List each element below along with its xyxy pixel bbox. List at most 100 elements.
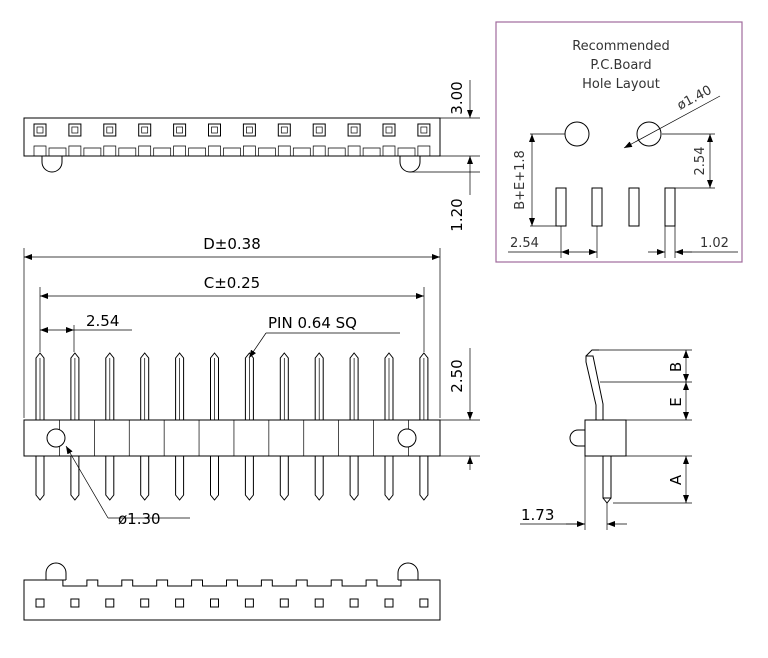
bottom-view-holes: [35, 598, 429, 608]
pcb-row-spacing: 2.54: [693, 147, 708, 176]
top-cavity: [242, 123, 256, 137]
top-left-peg-icon: [41, 156, 63, 173]
top-cavity-pin: [141, 126, 149, 134]
bottom-hole: [35, 598, 45, 608]
front-pin-lower: [419, 456, 429, 501]
top-cavity-slot: [382, 145, 396, 156]
dim-peg-dia: ø1.30: [118, 510, 161, 528]
side-peg-icon: [569, 429, 585, 447]
front-pin-lower: [384, 456, 394, 501]
top-cavity-pin: [106, 126, 114, 134]
front-view: D±0.38 C±0.25 2.54 PIN 0.64 SQ ø1.30 2.5…: [23, 235, 480, 528]
pcb-title-line3: Hole Layout: [582, 77, 660, 92]
top-gap: [397, 147, 416, 156]
bottom-hole: [210, 598, 219, 608]
top-cavity-pin: [420, 126, 428, 134]
bottom-hole: [349, 598, 359, 608]
bottom-right-peg-icon: [397, 562, 419, 580]
bottom-hole: [244, 598, 254, 608]
dim-d-total: D±0.38: [203, 235, 261, 253]
top-gap: [258, 147, 276, 156]
top-cavity: [277, 123, 291, 137]
pcb-hole-right-icon: [636, 121, 662, 147]
top-cavity-slot: [417, 145, 431, 156]
front-view-body: [23, 419, 441, 457]
front-pin-upper: [35, 352, 45, 420]
pcb-pitch: 2.54: [510, 236, 539, 251]
side-view: B E A 1.73: [520, 349, 692, 530]
dim-side-a: A: [667, 474, 685, 485]
dim-peg-below: 1.20: [448, 198, 466, 231]
dim-side-offset: 1.73: [521, 506, 554, 524]
bottom-hole: [419, 598, 429, 608]
top-cavity-slot: [103, 145, 117, 156]
bottom-view-body: [23, 579, 441, 621]
dim-c-pitch-span: C±0.25: [204, 274, 260, 292]
front-pin-upper: [175, 352, 185, 420]
top-cavity: [382, 123, 396, 137]
top-cavity: [347, 123, 361, 137]
bottom-hole: [279, 598, 289, 608]
top-cavity-slot: [277, 145, 291, 156]
bottom-hole: [175, 598, 185, 608]
top-cavity-slot: [33, 145, 47, 156]
front-pin-upper: [140, 352, 150, 420]
pcb-title-line1: Recommended: [572, 39, 670, 54]
pcb-layout-frame: [495, 21, 743, 263]
front-pin-lower: [140, 456, 150, 501]
front-pin-lower: [349, 456, 359, 501]
dim-pitch-top: 2.54: [86, 312, 119, 330]
front-pin-upper: [244, 352, 254, 420]
top-cavity: [312, 123, 326, 137]
dim-height-side: 2.50: [448, 359, 466, 392]
top-cavity: [33, 123, 47, 137]
top-cavity: [138, 123, 152, 137]
top-cavity-pin: [385, 126, 393, 134]
front-pin-lower: [175, 456, 185, 501]
pcb-title-line2: P.C.Board: [590, 58, 651, 73]
top-view: 3.00 1.20: [23, 80, 480, 232]
front-pin-lower: [70, 456, 80, 501]
top-view-cavities: [33, 123, 431, 156]
side-body: [584, 419, 627, 457]
top-cavity-slot: [68, 145, 82, 156]
top-cavity: [173, 123, 187, 137]
top-cavity: [208, 123, 221, 137]
top-cavity-pin: [315, 126, 323, 134]
front-pin-lower: [35, 456, 45, 501]
top-cavity-slot: [243, 145, 256, 156]
top-gap: [327, 147, 346, 156]
top-gap: [362, 147, 381, 156]
pcb-slot-3: [628, 187, 640, 227]
front-pin-upper: [419, 352, 429, 420]
pcb-slot-width: 1.02: [700, 236, 729, 251]
dim-pin-size: PIN 0.64 SQ: [268, 314, 357, 332]
front-right-peg-icon: [397, 428, 417, 448]
top-gap: [153, 147, 172, 156]
side-pin-bent: [585, 355, 604, 421]
pcb-slot-4: [664, 187, 676, 227]
front-left-peg-icon: [46, 428, 66, 448]
bottom-hole: [70, 598, 80, 608]
front-pin-upper: [105, 352, 115, 420]
pcb-layout-box: Recommended P.C.Board Hole Layout ø1.40 …: [495, 21, 743, 263]
front-pin-upper: [210, 352, 219, 420]
top-cavity-slot: [173, 145, 186, 156]
top-cavity-slot: [208, 145, 221, 156]
front-pin-upper: [70, 352, 80, 420]
top-cavity-pin: [280, 126, 288, 134]
top-cavity-pin: [36, 126, 44, 134]
bottom-view: [23, 562, 441, 621]
front-pin-lower: [105, 456, 115, 501]
top-gap: [118, 147, 137, 156]
pcb-vertical-dim: B+E+1.8: [513, 150, 528, 210]
front-pin-lower: [314, 456, 324, 501]
bottom-left-peg-icon: [45, 562, 67, 580]
bottom-hole: [314, 598, 324, 608]
top-gap: [223, 147, 241, 156]
top-cavity-slot: [347, 145, 361, 156]
top-cavity-pin: [246, 126, 253, 134]
top-cavity: [103, 123, 117, 137]
top-cavity-pin: [71, 126, 79, 134]
